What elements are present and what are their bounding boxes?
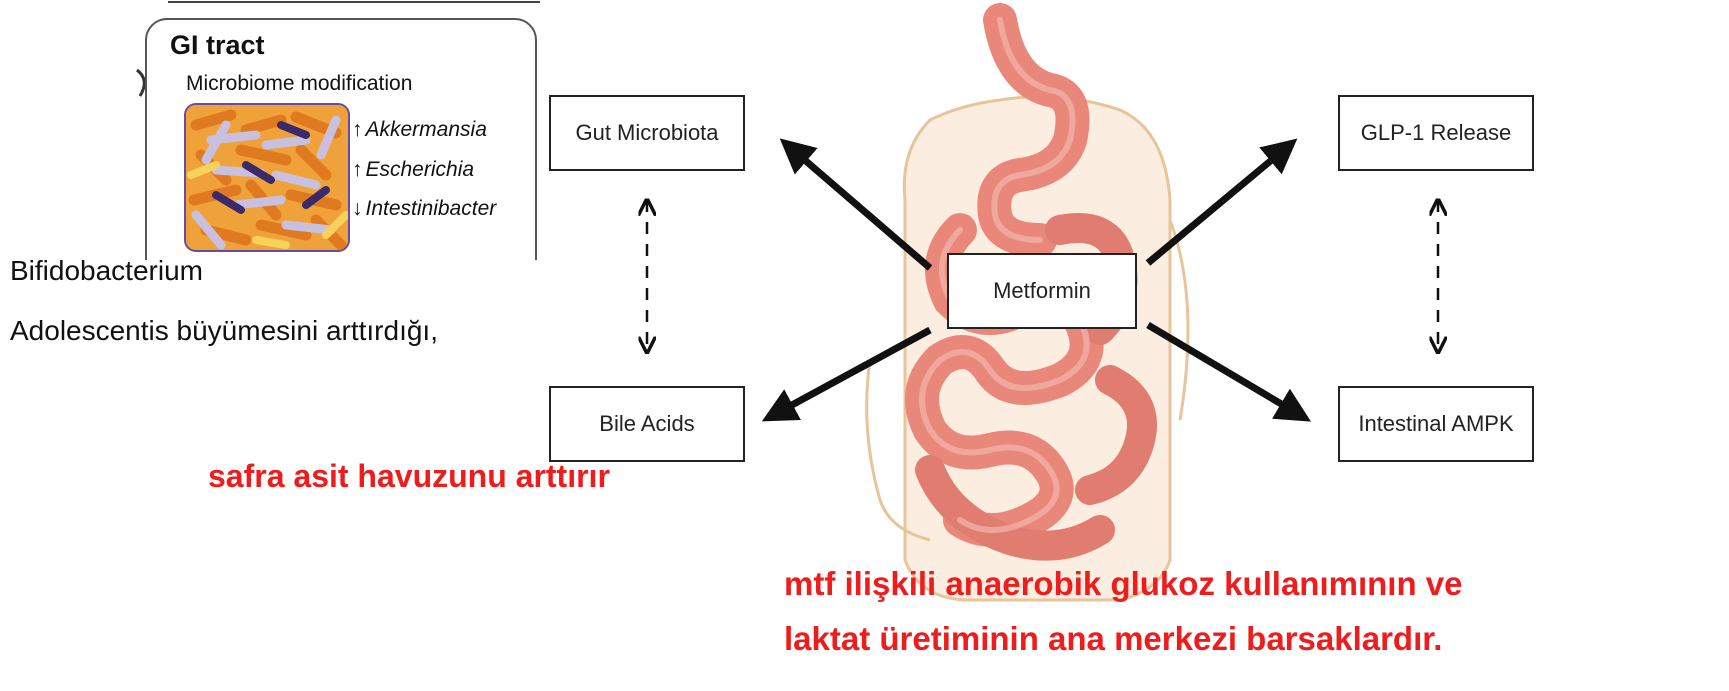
arrow-up-icon: ↑ xyxy=(352,158,363,181)
intestinal-ampk-box: Intestinal AMPK xyxy=(1338,386,1534,462)
bacteria-name: Intestinibacter xyxy=(366,197,497,220)
bacteria-name: Akkermansia xyxy=(366,118,487,141)
central-note-line2: laktat üretiminin ana merkezi barsaklard… xyxy=(784,620,1442,658)
metformin-box: Metformin xyxy=(947,253,1137,329)
gi-panel-subtitle: Microbiome modification xyxy=(186,72,412,96)
bifidobacterium-note-line2: Adolescentis büyümesini arttırdığı, xyxy=(10,315,438,347)
gi-panel-title: GI tract xyxy=(170,30,265,61)
bacteria-item-intestinibacter: ↓Intestinibacter xyxy=(352,197,496,221)
bacteria-micrograph xyxy=(184,103,350,252)
bile-acid-note: safra asit havuzunu arttırır xyxy=(208,458,610,495)
arrow-up-icon: ↑ xyxy=(352,118,363,141)
bile-acids-box: Bile Acids xyxy=(549,386,745,462)
bacteria-image xyxy=(186,105,348,250)
central-note-line1: mtf ilişkili anaerobik glukoz kullanımın… xyxy=(784,565,1463,603)
arrow-down-icon: ↓ xyxy=(352,197,363,220)
bifidobacterium-note-line1: Bifidobacterium xyxy=(10,255,203,287)
gut-microbiota-box: Gut Microbiota xyxy=(549,95,745,171)
arrow-to-intestinal-ampk xyxy=(1148,325,1305,418)
glp1-release-box: GLP-1 Release xyxy=(1338,95,1534,171)
bacteria-name: Escherichia xyxy=(366,158,475,181)
cropped-fragment xyxy=(137,70,144,96)
bacteria-item-escherichia: ↑Escherichia xyxy=(352,158,474,182)
bacteria-item-akkermansia: ↑Akkermansia xyxy=(352,118,487,142)
